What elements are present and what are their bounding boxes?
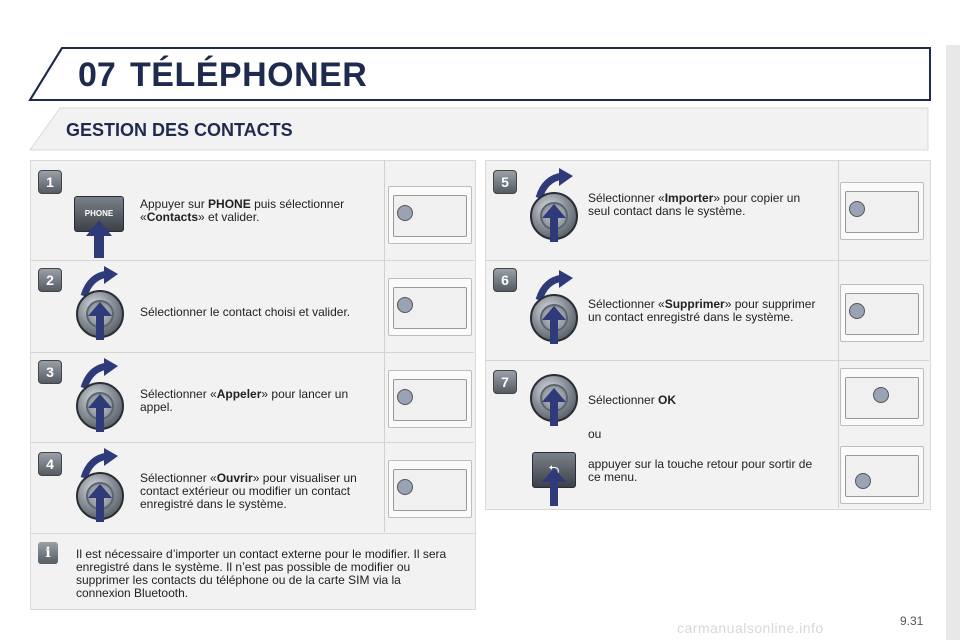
press-arrow-icon [88,302,112,340]
radio-panel-thumbnail [388,278,472,336]
step-2-badge: 2 [38,268,62,292]
phone-button-illustration: PHONE [74,196,124,232]
info-icon: i [38,542,58,564]
chapter-number: 07 [78,56,116,94]
press-arrow-icon [542,388,566,426]
page-number: 9.31 [900,614,924,628]
step-7-or: ou [588,427,602,441]
section-title-frame [29,107,929,151]
press-arrow-icon [542,204,566,242]
step-6-badge: 6 [493,268,517,292]
info-note-box [30,533,476,610]
header-frame [28,47,931,101]
press-arrow-icon [86,220,112,258]
step-1-badge: 1 [38,170,62,194]
step-7-badge: 7 [493,370,517,394]
step-1-text: Appuyer sur PHONE puis sélectionner«Cont… [140,197,345,224]
radio-panel-thumbnail [388,460,472,518]
press-arrow-icon [88,484,112,522]
step-7-alt-text: appuyer sur la touche retour pour sortir… [588,457,813,484]
phone-button-label: PHONE [84,209,114,218]
info-note-text: Il est nécessaire d’importer un contact … [76,547,447,600]
radio-panel-thumbnail [388,370,472,428]
step-5-text: Sélectionner «Importer» pour copier un s… [588,191,801,218]
chapter-title: TÉLÉPHONER [130,56,368,94]
press-arrow-icon [88,394,112,432]
step-5-badge: 5 [493,170,517,194]
step-3-badge: 3 [38,360,62,384]
step-4-badge: 4 [38,452,62,476]
press-arrow-icon [542,468,566,506]
rotate-arrow-icon [80,448,118,480]
radio-panel-thumbnail [388,186,472,244]
step-4-text: Sélectionner «Ouvrir» pour visualiser un… [140,471,357,511]
radio-panel-thumbnail [840,284,924,342]
radio-panel-thumbnail [840,182,924,240]
step-6-text: Sélectionner «Supprimer» pour supprimer … [588,297,816,324]
step-2-text: Sélectionner le contact choisi et valide… [140,305,351,319]
rotate-arrow-icon [80,266,118,298]
radio-panel-thumbnail [840,446,924,504]
press-arrow-icon [542,306,566,344]
section-title: GESTION DES CONTACTS [66,120,293,140]
step-7-text: Sélectionner OK [588,393,677,407]
side-strip [946,45,960,640]
radio-panel-thumbnail [840,368,924,426]
watermark: carmanualsonline.info [677,620,824,636]
rotate-arrow-icon [80,358,118,390]
step-3-text: Sélectionner «Appeler» pour lancer un ap… [140,387,349,414]
